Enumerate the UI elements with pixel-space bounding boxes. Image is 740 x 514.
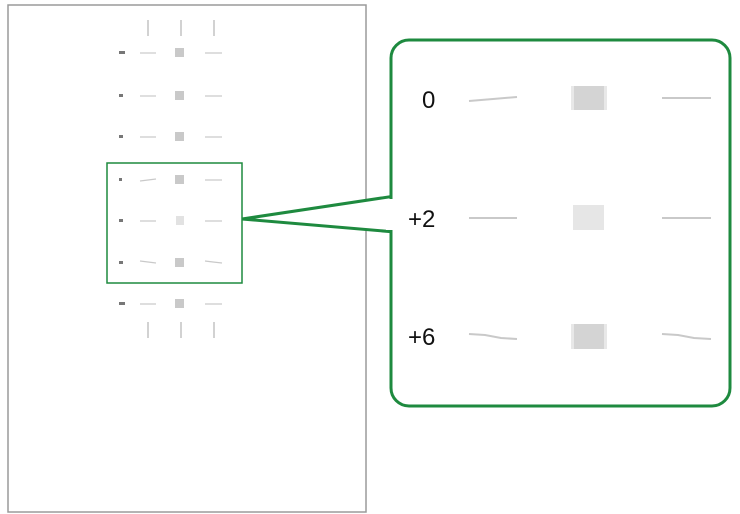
page-row-1 [119,48,222,57]
callout-label-plus2: +2 [408,206,435,233]
callout-row-0-pattern [468,86,711,110]
page-row-5 [119,216,222,225]
callout-row-plus6-pattern [468,324,712,349]
page-row-6 [119,258,223,267]
highlight-box [106,162,243,284]
callout-row-plus2-pattern [469,205,711,230]
page-row-2 [119,91,222,100]
page-row-7 [119,299,222,308]
bottom-vertical-markers [147,322,215,338]
page-row-3 [119,132,222,141]
top-vertical-markers [147,20,215,36]
callout-box [389,38,732,408]
page-row-4 [119,175,222,184]
callout-label-0: 0 [422,87,435,114]
callout-label-plus6: +6 [408,324,435,351]
paper-sheet [7,4,367,513]
callout-seam-cover [386,199,393,230]
page-pattern-rows [119,48,223,308]
